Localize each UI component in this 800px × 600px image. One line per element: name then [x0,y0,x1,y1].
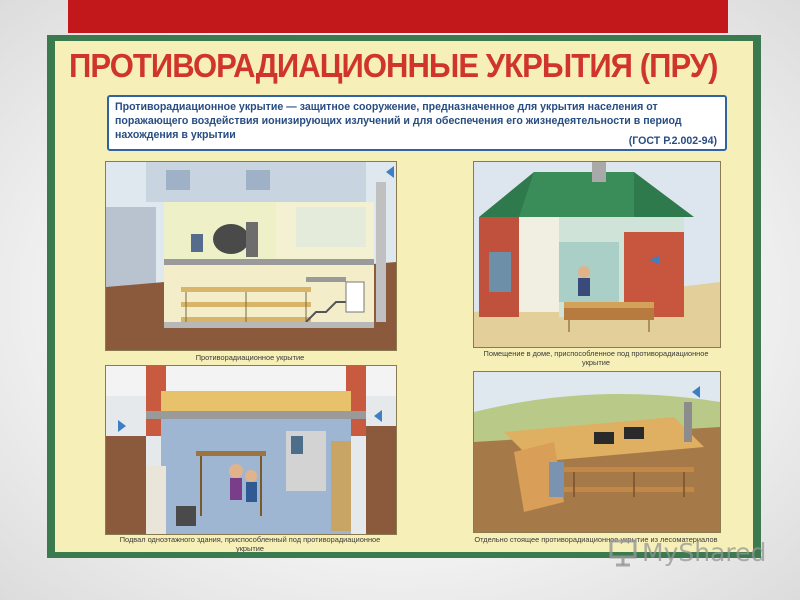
definition-box: Противорадиационное укрытие — защитное с… [107,95,727,151]
caption-room-in-house: Помещение в доме, приспособленное под пр… [483,349,709,367]
illustration-timber-shelter [473,371,721,533]
caption-shelter-basement: Противорадиационное укрытие [195,353,305,362]
illustration-room-in-house [473,161,721,348]
top-red-strip [68,0,728,33]
timber-shelter-illustration [474,372,720,532]
caption-timber-shelter: Отдельно стоящее противорадиационное укр… [474,535,718,544]
shelter-basement-illustration [106,162,396,350]
illustration-basement-building [105,365,397,535]
illustration-shelter-basement [105,161,397,351]
room-in-house-illustration [474,162,720,347]
poster-body: ПРОТИВОРАДИАЦИОННЫЕ УКРЫТИЯ (ПРУ) Против… [55,41,753,552]
basement-building-illustration [106,366,396,534]
caption-basement-building: Подвал одноэтажного здания, приспособлен… [119,535,381,552]
definition-reference: (ГОСТ Р.2.002-94) [628,135,717,147]
definition-text: Противорадиационное укрытие — защитное с… [115,101,682,141]
watermark-text: MyShared [642,538,767,567]
presentation-icon [609,539,637,566]
watermark: MyShared [608,538,766,567]
poster: ПРОТИВОРАДИАЦИОННЫЕ УКРЫТИЯ (ПРУ) Против… [47,35,761,558]
poster-title: ПРОТИВОРАДИАЦИОННЫЕ УКРЫТИЯ (ПРУ) [69,47,718,84]
